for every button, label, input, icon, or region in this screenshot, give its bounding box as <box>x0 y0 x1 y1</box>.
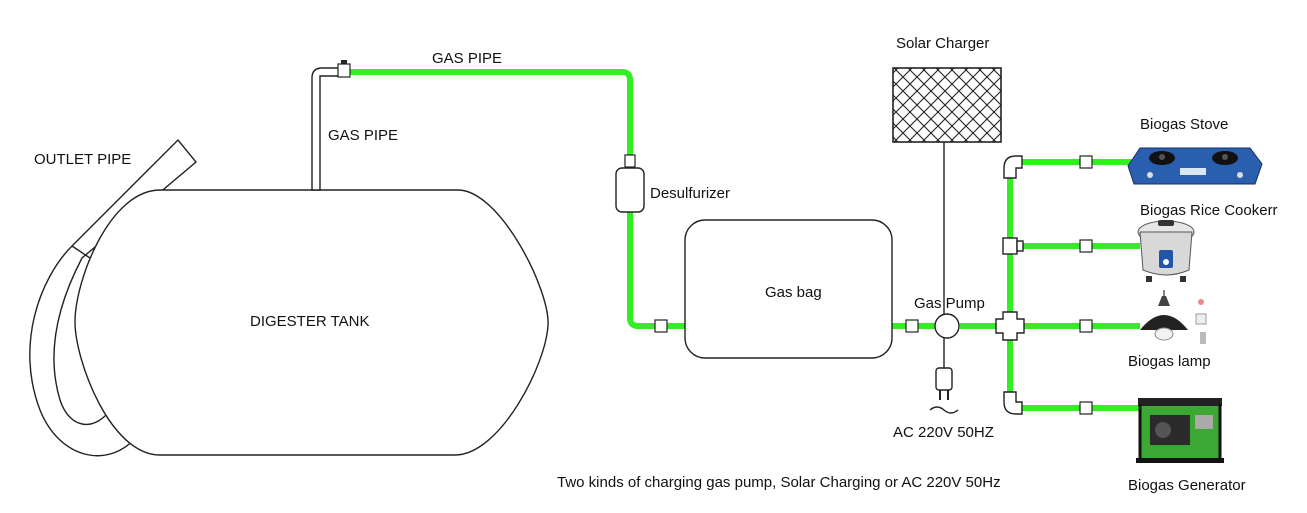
biogas-stove-label: Biogas Stove <box>1140 116 1228 133</box>
digester-tank <box>74 189 549 456</box>
ac-power-label: AC 220V 50HZ <box>893 424 994 441</box>
solar-charger-label: Solar Charger <box>896 35 989 52</box>
gas-bag <box>684 219 893 359</box>
plug-icon <box>929 367 959 414</box>
stove-icon <box>1127 147 1263 185</box>
outlet-pipe-label: OUTLET PIPE <box>34 151 131 168</box>
gas-pipe-top-label: GAS PIPE <box>432 50 502 67</box>
desulfurizer-label: Desulfurizer <box>650 185 730 202</box>
gas-pipes <box>350 69 1140 411</box>
rice-cooker-icon <box>1137 220 1195 282</box>
generator-icon <box>1136 398 1224 463</box>
caption: Two kinds of charging gas pump, Solar Ch… <box>557 474 1001 491</box>
digester-tank-label: DIGESTER TANK <box>250 313 369 330</box>
valve-icon <box>654 155 1093 415</box>
gas-bag-label: Gas bag <box>765 284 822 301</box>
gas-pump <box>934 313 960 368</box>
biogas-rice-cooker-label: Biogas Rice Cookerr <box>1140 202 1278 219</box>
gas-pipe-vertical <box>311 60 351 191</box>
solar-charger <box>892 67 1002 314</box>
gas-pump-label: Gas Pump <box>914 295 985 312</box>
desulfurizer <box>615 154 645 213</box>
lamp-icon <box>1140 290 1207 344</box>
biogas-generator-label: Biogas Generator <box>1128 477 1246 494</box>
gas-pipe-vertical-label: GAS PIPE <box>328 127 398 144</box>
manifold-fittings <box>995 155 1025 415</box>
biogas-lamp-label: Biogas lamp <box>1128 353 1211 370</box>
